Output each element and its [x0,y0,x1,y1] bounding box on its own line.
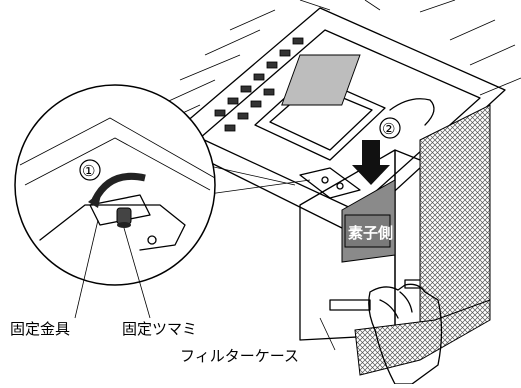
element-side-label: 素子側 [348,224,393,242]
step1-marker [79,159,101,181]
step1-number: ① [82,162,95,180]
step2-arrow [352,140,390,185]
mesh-filter [354,104,491,376]
hand [368,283,443,385]
label-leaders [74,219,336,351]
grille-frame [164,7,506,233]
fixing-bracket-label: 固定金具 [10,320,71,338]
step2-number: ② [382,120,395,138]
fixing-knob-label: 固定ツマミ [122,320,198,338]
zoom-circle: ① [14,84,216,286]
filter-case-label: フィルターケース [180,347,299,365]
step2-marker [379,117,401,139]
